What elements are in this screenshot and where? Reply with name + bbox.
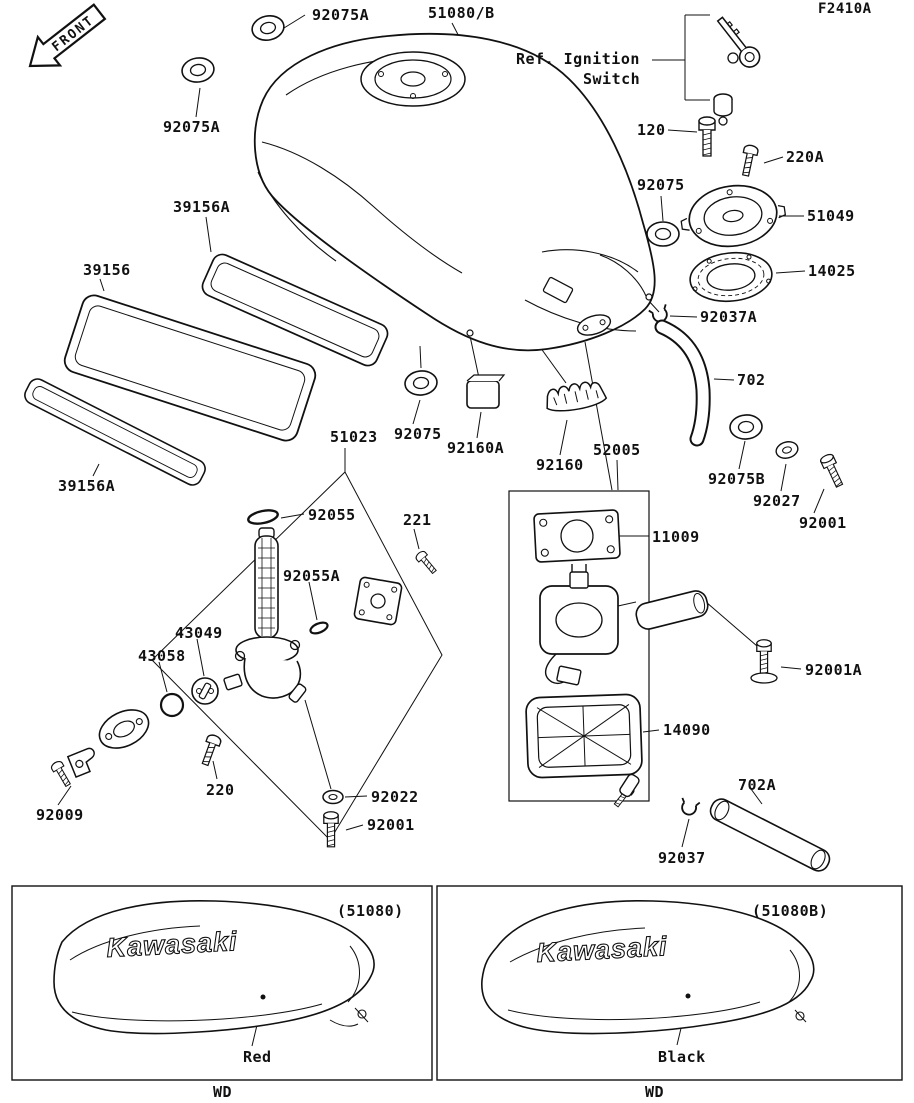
callout-92160: 92160 [536, 456, 584, 474]
callout-14025: 14025 [808, 262, 856, 280]
callout-220: 220 [206, 781, 235, 799]
callout-92075b: 92075B [708, 470, 766, 488]
callout-221: 221 [403, 511, 432, 529]
callout-92160a: 92160A [447, 439, 505, 457]
variant-boxes: Kawasaki Kawasaki [11, 885, 903, 1081]
ignition-key-drawing [713, 16, 761, 126]
callout-92037a: 92037A [700, 308, 758, 326]
variant-color-left: Red [243, 1048, 272, 1066]
filler-cap-drawing [680, 184, 787, 303]
callout-92009: 92009 [36, 806, 84, 824]
callout-702: 702 [737, 371, 766, 389]
callout-ref-ignition-2: Switch [583, 70, 641, 88]
dampers-hoses-drawing [466, 304, 831, 872]
kawasaki-logo-left: Kawasaki [106, 926, 238, 963]
callout-39156a-lower: 39156A [58, 477, 116, 495]
front-arrow: FRONT [28, 3, 107, 68]
callout-92001-upper: 92001 [799, 514, 847, 532]
callout-92001a: 92001A [805, 661, 863, 679]
callout-702a: 702A [738, 776, 777, 794]
callout-92037: 92037 [658, 849, 706, 867]
callout-14090: 14090 [663, 721, 711, 739]
callout-92055: 92055 [308, 506, 356, 524]
variant-color-right: Black [658, 1048, 706, 1066]
callout-51080b: 51080/B [428, 4, 495, 22]
callout-43058: 43058 [138, 647, 186, 665]
callout-39156a-upper: 39156A [173, 198, 231, 216]
callout-220a: 220A [786, 148, 825, 166]
callout-92075-upper: 92075 [637, 176, 685, 194]
tank-pads-drawing [24, 253, 389, 486]
variant-footer-left: WD [213, 1083, 233, 1101]
callout-11009: 11009 [652, 528, 700, 546]
callout-120: 120 [637, 121, 666, 139]
fuel-pump-group-drawing [525, 509, 709, 798]
fasteners-drawing [49, 116, 847, 848]
callout-51049: 51049 [807, 207, 855, 225]
callout-ref-ignition-1: Ref. Ignition [516, 50, 640, 68]
callout-92055a: 92055A [283, 567, 341, 585]
callout-51023: 51023 [330, 428, 378, 446]
variant-code-right: (51080B) [752, 902, 829, 920]
callout-39156: 39156 [83, 261, 131, 279]
fuel-tank-drawing [253, 32, 656, 352]
callout-92075-mid: 92075 [394, 425, 442, 443]
kawasaki-logo-right: Kawasaki [536, 931, 668, 968]
callout-43049: 43049 [175, 624, 223, 642]
sheet-code: F2410A [818, 1, 872, 17]
callout-92001-lower: 92001 [367, 816, 415, 834]
fuel-tap-drawing [66, 509, 403, 805]
callout-52005: 52005 [593, 441, 641, 459]
callout-92027: 92027 [753, 492, 801, 510]
callout-92075a-top: 92075A [312, 6, 370, 24]
callout-92022: 92022 [371, 788, 419, 806]
variant-footer-right: WD [645, 1083, 665, 1101]
variant-code-left: (51080) [337, 902, 404, 920]
callout-92075a-left: 92075A [163, 118, 221, 136]
